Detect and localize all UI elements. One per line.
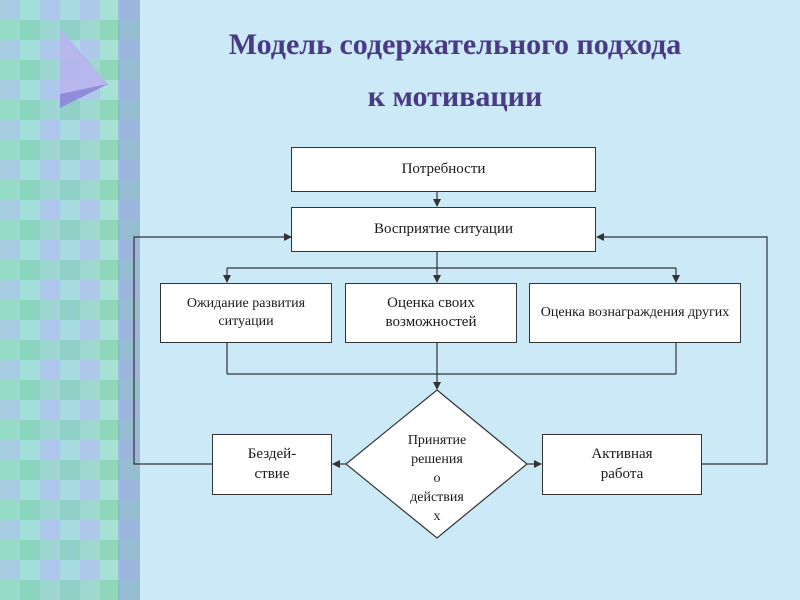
decision-diamond <box>345 389 528 539</box>
decision-label-line3: о <box>433 470 441 486</box>
loop-inaction-to-perception <box>133 233 292 465</box>
node-abilities: Оценка своих возможностей <box>345 283 517 343</box>
node-expectation: Ожидание развития ситуации <box>160 283 332 343</box>
decision-label-line4: действия <box>410 489 464 505</box>
decision-label: Принятие решения о действия х <box>381 432 493 526</box>
loop-active-to-perception <box>596 233 768 465</box>
decorative-side-stripe <box>0 0 140 600</box>
node-active: Активная работа <box>542 434 702 495</box>
node-reward: Оценка вознаграждения других <box>529 283 741 343</box>
decision-label-line5: х <box>433 508 441 524</box>
node-perception: Восприятие ситуации <box>291 207 596 252</box>
node-inaction: Бездей-ствие <box>212 434 332 495</box>
node-needs: Потребности <box>291 147 596 192</box>
page-title-line1: Модель содержательного подхода <box>228 28 682 61</box>
page-title-line2: к мотивации <box>367 80 543 113</box>
decision-label-line1: Принятие <box>407 433 467 448</box>
decision-label-line2: решения <box>411 451 463 467</box>
